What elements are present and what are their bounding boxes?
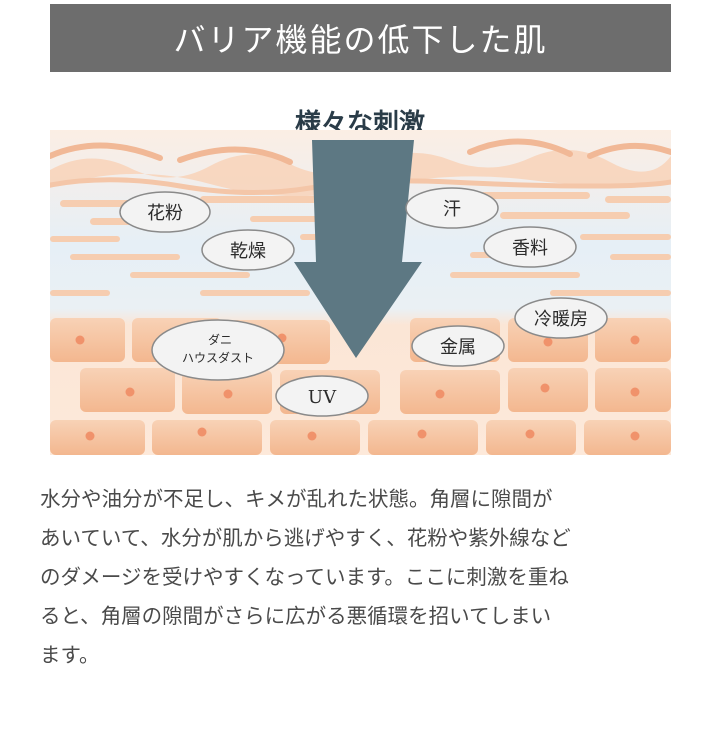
page-title: バリア機能の低下した肌: [173, 21, 548, 59]
svg-text:冷暖房: 冷暖房: [534, 309, 588, 330]
stimulus-sweat: 汗: [405, 187, 499, 229]
stimulus-dryness: 乾燥: [201, 229, 295, 271]
svg-text:花粉: 花粉: [147, 203, 183, 224]
svg-text:金属: 金属: [440, 337, 476, 358]
description-line: 水分や油分が不足し、キメが乱れた状態。角層に隙間が: [40, 487, 553, 511]
page-title-banner: バリア機能の低下した肌: [50, 4, 671, 72]
svg-text:UV: UV: [308, 387, 337, 408]
svg-text:汗: 汗: [443, 199, 461, 220]
svg-text:ダニ: ダニ: [208, 332, 232, 347]
skin-barrier-diagram: 花粉 乾燥 汗 香料 ダニ ハウスダスト 金属 冷暖房 UV: [50, 130, 671, 455]
stimulus-uv: UV: [275, 375, 369, 417]
stimulus-metal: 金属: [411, 325, 505, 367]
description-line: ます。: [40, 643, 100, 667]
svg-text:ハウスダスト: ハウスダスト: [182, 350, 254, 365]
stimulus-air-conditioning: 冷暖房: [514, 297, 608, 339]
svg-text:乾燥: 乾燥: [230, 241, 266, 262]
description-text: 水分や油分が不足し、キメが乱れた状態。角層に隙間が あいていて、水分が肌から逃げ…: [40, 480, 685, 675]
stimulus-fragrance: 香料: [483, 226, 577, 268]
stimulus-pollen: 花粉: [119, 191, 211, 233]
stimulus-arrow: [294, 140, 422, 358]
stimulus-mites-housedust: ダニ ハウスダスト: [151, 319, 285, 381]
svg-text:香料: 香料: [512, 238, 548, 259]
description-line: のダメージを受けやすくなっています。ここに刺激を重ね: [40, 565, 569, 589]
description-line: あいていて、水分が肌から逃げやすく、花粉や紫外線など: [40, 526, 571, 550]
description-line: ると、角層の隙間がさらに広がる悪循環を招いてしまい: [40, 604, 552, 628]
